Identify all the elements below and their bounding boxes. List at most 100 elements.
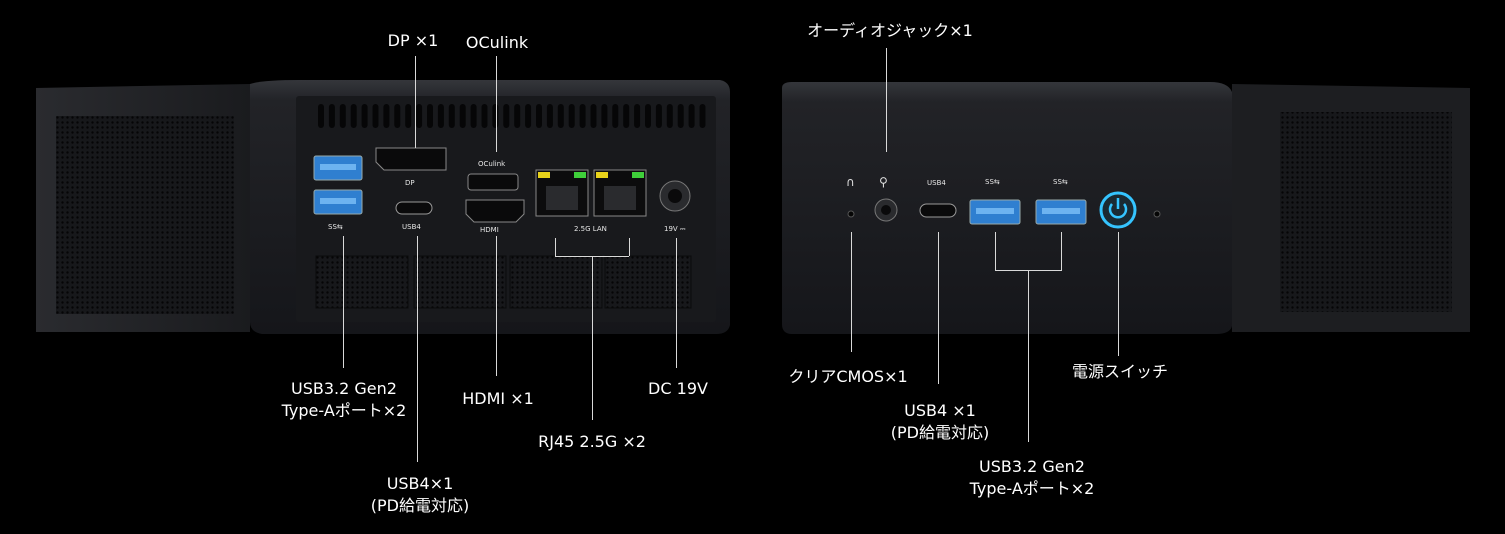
label-front-usb-a-line1: USB3.2 Gen2 — [979, 457, 1085, 476]
vent-slot — [688, 104, 695, 128]
front-usb4-print: USB4 — [927, 179, 946, 187]
front-panel-image: ∩ ⚲ USB4 SS⇆ SS⇆ — [782, 82, 1470, 334]
vent-slot — [579, 104, 586, 128]
leader-front-usb-a-v — [1028, 270, 1029, 442]
label-rear-usb4-line2: (PD給電対応) — [370, 496, 470, 515]
top-vent-slots — [318, 104, 706, 128]
label-audio: オーディオジャック×1 — [807, 21, 973, 40]
label-dp: DP ×1 — [387, 31, 439, 50]
label-front-usb-a-line2: Type-Aポート×2 — [969, 479, 1095, 498]
label-power: 電源スイッチ — [1071, 362, 1169, 381]
leader-dc — [676, 238, 677, 368]
rear-dc-print: 19V ⎓ — [664, 225, 686, 233]
label-rear-usb-a: USB3.2 Gen2 Type-Aポート×2 — [282, 378, 407, 422]
leader-dp — [415, 56, 416, 148]
front-power-led — [1153, 210, 1161, 218]
vent-slot — [318, 104, 324, 128]
side-vent-mesh — [56, 116, 234, 314]
vent-slot — [328, 104, 335, 128]
vent-slot — [470, 104, 477, 128]
vent-slot — [612, 104, 619, 128]
rear-usb4-print: USB4 — [402, 223, 421, 231]
leader-usb-a — [343, 236, 344, 368]
rear-dp-print: DP — [405, 179, 415, 187]
label-rear-usb-a-line1: USB3.2 Gen2 — [291, 379, 397, 398]
rear-usb-a-ports — [313, 155, 363, 215]
rear-usb4-port — [395, 201, 433, 215]
vent-slot — [383, 104, 390, 128]
label-oculink: OCulink — [465, 33, 529, 52]
vent-slot — [416, 104, 423, 128]
vent-slot — [699, 104, 706, 128]
bottom-vents — [315, 255, 692, 309]
rear-oculink-print: OCulink — [478, 160, 506, 168]
vent-slot — [350, 104, 357, 128]
rear-lan-print: 2.5G LAN — [574, 225, 607, 233]
vent-slot — [546, 104, 553, 128]
vent-slot — [459, 104, 466, 128]
front-usb-a-1-print: SS⇆ — [985, 178, 1000, 186]
leader-lan-r — [629, 238, 630, 256]
front-usb-a-2-print: SS⇆ — [1053, 178, 1068, 186]
front-power-switch — [1099, 191, 1137, 229]
rear-usb-a-print: SS⇆ — [328, 223, 343, 231]
vent-slot — [634, 104, 641, 128]
label-rj45: RJ45 2.5G ×2 — [538, 432, 646, 451]
vent-slot — [557, 104, 564, 128]
vent-slot — [601, 104, 608, 128]
leader-power — [1118, 232, 1119, 356]
vent-slot — [590, 104, 597, 128]
label-dc: DC 19V — [648, 379, 708, 398]
leader-usb4 — [417, 236, 418, 462]
leader-lan-l — [555, 238, 556, 256]
label-front-usb4-line2: (PD給電対応) — [890, 423, 990, 442]
front-usb4-port — [919, 203, 957, 218]
label-hdmi: HDMI ×1 — [462, 389, 534, 408]
rear-oculink-port — [467, 173, 519, 191]
vent-slot — [427, 104, 433, 128]
leader-audio — [886, 48, 887, 152]
vent-slot — [339, 104, 346, 128]
label-cmos: クリアCMOS×1 — [788, 367, 908, 386]
leader-hdmi — [496, 236, 497, 376]
rear-lan-ports — [535, 169, 647, 217]
vent-slot — [372, 104, 379, 128]
leader-front-usb-a-r — [1061, 232, 1062, 270]
vent-slot — [536, 104, 542, 128]
vent-slot — [525, 104, 532, 128]
leader-cmos — [851, 232, 852, 352]
vent-slot — [645, 104, 651, 128]
rear-hdmi-print: HDMI — [480, 226, 499, 234]
front-cmos-hole — [847, 210, 855, 218]
label-front-usb4: USB4 ×1 (PD給電対応) — [891, 400, 989, 444]
front-mic-print: ⚲ — [879, 175, 888, 189]
vent-slot — [481, 104, 488, 128]
rear-panel-image: SS⇆ DP USB4 OCulink HDMI 2.5G LAN 19V ⎓ — [36, 80, 730, 334]
label-rear-usb4: USB4×1 (PD給電対応) — [371, 473, 469, 517]
label-rear-usb4-line1: USB4×1 — [386, 474, 454, 493]
vent-slot — [448, 104, 455, 128]
vent-slot — [394, 104, 401, 128]
leader-lan-v — [592, 256, 593, 420]
leader-front-usb4 — [938, 232, 939, 384]
label-front-usb-a: USB3.2 Gen2 Type-Aポート×2 — [970, 456, 1095, 500]
rear-dp-port — [375, 147, 447, 171]
vent-slot — [405, 104, 412, 128]
front-usb-a-port-2 — [1035, 199, 1087, 225]
vent-slot — [503, 104, 510, 128]
label-front-usb4-line1: USB4 ×1 — [904, 401, 976, 420]
leader-oculink — [496, 56, 497, 152]
vent-slot — [677, 104, 684, 128]
label-rear-usb-a-line2: Type-Aポート×2 — [281, 401, 407, 420]
leader-front-usb-a-l — [995, 232, 996, 270]
rear-hdmi-port — [465, 199, 525, 223]
vent-slot — [655, 104, 662, 128]
front-side-vent-mesh — [1280, 112, 1452, 312]
vent-slot — [437, 104, 444, 128]
vent-slot — [623, 104, 630, 128]
vent-slot — [568, 104, 575, 128]
vent-slot — [514, 104, 521, 128]
vent-slot — [361, 104, 368, 128]
front-headphone-print: ∩ — [846, 175, 855, 189]
